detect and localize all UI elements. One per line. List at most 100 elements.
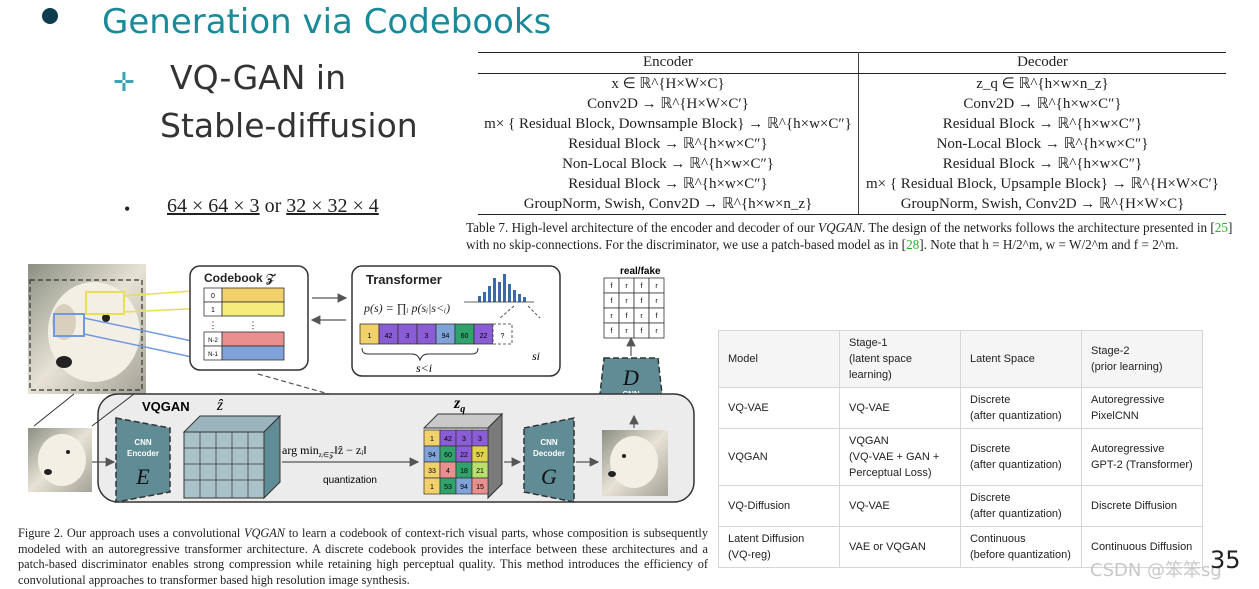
transformer-title: Transformer xyxy=(366,272,442,287)
rf-label: r xyxy=(610,313,613,320)
page-number: 35 xyxy=(1210,546,1241,574)
table-cell: VQ-VAE xyxy=(839,387,961,429)
dog-photo-input xyxy=(28,428,92,492)
svg-text:1: 1 xyxy=(211,307,215,314)
zq-value: 22 xyxy=(460,452,468,459)
svg-text:CNN: CNN xyxy=(134,438,152,447)
encoder-cell: GroupNorm, Swish, Conv2D → ℝ^{h×w×n_z} xyxy=(478,194,859,215)
table-cell: VQGAN (VQ-VAE + GAN + Perceptual Loss) xyxy=(839,428,961,486)
codebook-title: Codebook 𝒵 xyxy=(204,271,276,286)
zq-value: 4 xyxy=(446,468,450,475)
zq-value: 18 xyxy=(460,468,468,475)
token-label: 94 xyxy=(442,333,450,340)
svg-text:CNN: CNN xyxy=(540,438,558,447)
arch-row: Non-Local Block → ℝ^{h×w×C″} Residual Blo… xyxy=(478,154,1226,174)
disc-symbol: D xyxy=(622,365,639,390)
watermark: CSDN @笨笨sg xyxy=(1090,560,1222,581)
architecture-table: Encoder Decoder x ∈ ℝ^{H×W×C} z_q ∈ ℝ^{h×… xyxy=(478,52,1226,215)
encoder-cell: x ∈ ℝ^{H×W×C} xyxy=(478,73,859,94)
codebook-box: Codebook 𝒵 0 1 ⋮ ⋮ N-2 N-1 xyxy=(189,265,309,371)
s-less-i: s<i xyxy=(416,361,432,375)
rf-label: r xyxy=(655,328,658,335)
s-i: si xyxy=(532,349,540,363)
token-label: 3 xyxy=(425,333,429,340)
token-label: 42 xyxy=(385,333,393,340)
zhat-cube: ẑ xyxy=(182,397,282,500)
size-a: 64 × 64 × 3 xyxy=(167,195,260,217)
encoder-cell: Residual Block → ℝ^{h×w×C″} xyxy=(478,134,859,154)
token-label: ? xyxy=(501,333,505,340)
arch-row: x ∈ ℝ^{H×W×C} z_q ∈ ℝ^{h×w×n_z} xyxy=(478,73,1226,94)
rf-label: r xyxy=(625,283,628,290)
vqgan-figure: Codebook 𝒵 0 1 ⋮ ⋮ N-2 N-1 Transformer p… xyxy=(28,264,695,503)
table-cell: Continuous (before quantization) xyxy=(960,526,1082,568)
rf-label: f xyxy=(626,313,628,320)
zq-value: 1 xyxy=(430,484,434,491)
subtitle-line2: Stable-diffusion xyxy=(160,106,418,145)
table-cell: Autoregressive PixelCNN xyxy=(1081,387,1203,429)
zq-value: 1 xyxy=(430,436,434,443)
rf-label: r xyxy=(655,298,658,305)
svg-text:Decoder: Decoder xyxy=(533,449,565,458)
encoder-header: Encoder xyxy=(478,52,859,74)
arch-row: m× { Residual Block, Downsample Block} →… xyxy=(478,114,1226,134)
rf-label: f xyxy=(656,313,658,320)
transformer-formula: p(s) = ∏ᵢ p(sᵢ|s<ᵢ) xyxy=(363,301,450,315)
rf-label: f xyxy=(611,298,613,305)
table-cell: Latent Diffusion (VQ-reg) xyxy=(718,526,840,568)
zq-value: 33 xyxy=(428,468,436,475)
vqgan-label: VQGAN xyxy=(142,399,190,414)
zq-value: 94 xyxy=(460,484,468,491)
table-cell: Continuous Diffusion xyxy=(1081,526,1203,568)
decoder-header: Decoder xyxy=(858,52,1226,74)
zq-value: 57 xyxy=(476,452,484,459)
header-cell: Model xyxy=(718,330,840,388)
decoder-cell: Residual Block → ℝ^{h×w×C″} xyxy=(942,156,1143,172)
svg-text:0: 0 xyxy=(211,293,215,300)
token-label: 22 xyxy=(480,333,488,340)
token-label: 1 xyxy=(368,333,372,340)
decoder-cell: Residual Block → ℝ^{h×w×C″} xyxy=(942,116,1143,132)
figure2-caption: Figure 2. Our approach uses a convolutio… xyxy=(18,526,708,587)
table-cell: Discrete (after quantization) xyxy=(960,387,1082,429)
dog-photo-output xyxy=(602,430,668,496)
token-cell xyxy=(492,323,513,345)
decoder-cell: Non-Local Block → ℝ^{h×w×C″} xyxy=(936,136,1149,152)
zq-value: 3 xyxy=(478,436,482,443)
header-cell: Stage-2 (prior learning) xyxy=(1081,330,1203,388)
quantization-label: quantization xyxy=(323,475,377,486)
decoder-cell: z_q ∈ ℝ^{h×w×n_z} xyxy=(976,76,1109,92)
rf-label: f xyxy=(611,283,613,290)
arch-row: GroupNorm, Swish, Conv2D → ℝ^{h×w×n_z}Gr… xyxy=(478,194,1226,215)
encoder-block: CNN Encoder E xyxy=(115,417,171,503)
encoder-cell: Residual Block → ℝ^{h×w×C″} xyxy=(478,174,859,194)
prob-bars xyxy=(478,274,526,302)
encoder-cell: Non-Local Block → ℝ^{h×w×C″} xyxy=(478,154,859,174)
svg-text:⋮: ⋮ xyxy=(209,320,218,330)
decoder-cell: m× { Residual Block, Upsample Block} → ℝ… xyxy=(865,176,1219,192)
svg-text:⋮: ⋮ xyxy=(249,320,258,330)
dog-photo-large xyxy=(28,264,146,394)
real-fake-label: real/fake xyxy=(620,266,661,277)
zq-value: 21 xyxy=(476,468,484,475)
subtitle-line1: VQ-GAN in xyxy=(170,58,346,97)
argmin-text: arg minzᵢ∈𝒵‖ẑ − zᵢ‖ xyxy=(282,443,367,459)
table-cell: VAE or VQGAN xyxy=(839,526,961,568)
slide-title: Generation via Codebooks xyxy=(102,2,552,42)
rf-label: f xyxy=(611,328,613,335)
arch-row: Conv2D → ℝ^{H×W×C′}Conv2D → ℝ^{h×w×C″} xyxy=(478,94,1226,114)
size-b: 32 × 32 × 4 xyxy=(286,195,379,217)
table-cell: Discrete (after quantization) xyxy=(960,485,1082,527)
rf-label: r xyxy=(655,283,658,290)
size-or: or xyxy=(264,195,282,217)
zq-value: 60 xyxy=(444,452,452,459)
zq-cell xyxy=(471,477,489,495)
header-cell: Latent Space xyxy=(960,330,1082,388)
svg-text:N-2: N-2 xyxy=(208,338,218,344)
